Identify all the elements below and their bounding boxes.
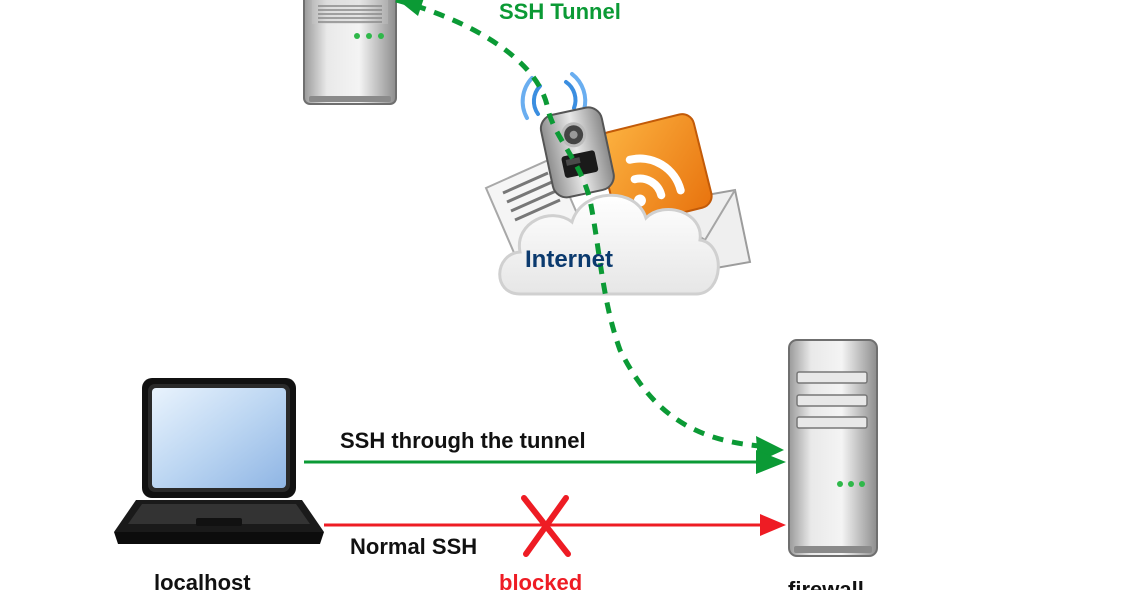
ssh-through-tunnel-arrow bbox=[304, 450, 786, 474]
localhost-label: localhost bbox=[154, 570, 251, 590]
ssh-through-tunnel-label: SSH through the tunnel bbox=[340, 428, 586, 453]
blocked-label: blocked bbox=[499, 570, 582, 590]
normal-ssh-label: Normal SSH bbox=[350, 534, 477, 559]
firewall-server-icon bbox=[788, 339, 878, 557]
internet-cloud-icon bbox=[484, 72, 752, 296]
wireless-signal-icon bbox=[520, 72, 588, 120]
blocked-x-icon bbox=[521, 495, 571, 557]
ssh-tunnel-arrowhead-top bbox=[398, 0, 424, 16]
ssh-tunnel-label: SSH Tunnel bbox=[499, 0, 621, 24]
laptop-icon bbox=[114, 378, 324, 544]
internet-label: Internet bbox=[525, 246, 613, 273]
remote-server-icon bbox=[303, 0, 397, 105]
firewall-label: firewall bbox=[788, 577, 864, 590]
